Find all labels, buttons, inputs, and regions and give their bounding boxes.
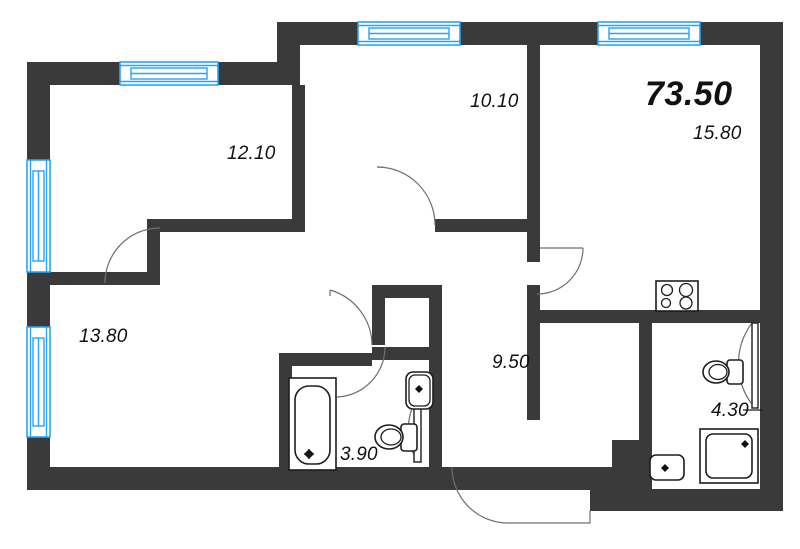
door-bedroom-left-upper (104, 227, 161, 284)
wall-entrance-jamb (590, 467, 612, 511)
windows-group (26, 21, 701, 438)
wall-int-stub-left (147, 219, 160, 285)
wall-int-v-hall-upper (527, 232, 540, 262)
room-area-bedroom-left-upper: 12.10 (227, 143, 276, 164)
window-left-lower (26, 326, 51, 438)
stove-fixture (655, 280, 699, 312)
room-area-bedroom-left-lower: 13.80 (79, 326, 128, 347)
wall-bottom-left (27, 467, 435, 490)
room-area-bathroom-second: 4.30 (711, 400, 749, 421)
wall-int-h-1210-1380 (27, 272, 160, 285)
wall-int-h-under-1010 (435, 219, 540, 232)
sink-second-fixture (649, 454, 685, 481)
wall-bottom-middle (435, 467, 590, 490)
door-entrance (451, 466, 591, 524)
door-closet (329, 289, 373, 346)
wall-int-v-1010-living (527, 38, 540, 232)
window-left-upper (26, 159, 51, 273)
wall-int-h-under-1210 (160, 219, 305, 232)
window-top-right (597, 21, 701, 46)
wall-int-v-lower-right (639, 310, 652, 440)
sink-main-fixture (405, 371, 434, 410)
wall-int-h-closet-bottom (372, 347, 442, 360)
wall-bottom-right (612, 489, 783, 511)
wall-int-v-left-top (292, 85, 305, 232)
toilet-main-fixture (374, 423, 418, 452)
door-bedroom-middle (376, 166, 436, 226)
wall-int-lower-right-return (612, 440, 652, 489)
room-area-hallway: 9.50 (492, 352, 530, 373)
shower-tray-fixture (699, 428, 759, 484)
wall-top-step (277, 22, 300, 85)
room-area-bathroom-main: 3.90 (340, 444, 378, 465)
wall-left-pier-mid (27, 272, 50, 327)
door-living-room (536, 247, 584, 295)
wall-int-v-closet-right (429, 285, 442, 360)
total-area: 73.50 (645, 75, 733, 113)
fixtures-group (288, 280, 759, 484)
window-top-middle (357, 21, 461, 46)
window-top-left (119, 61, 219, 86)
room-area-living-room: 15.80 (693, 123, 742, 144)
wall-int-h-bath-top (279, 353, 372, 366)
toilet-second-fixture (702, 359, 744, 385)
wall-int-h-closet-top (372, 285, 442, 298)
room-area-bedroom-middle: 10.10 (470, 91, 519, 112)
wall-left-upper (27, 62, 50, 160)
bathtub-fixture (288, 377, 337, 471)
door-hall-lower (336, 346, 386, 398)
wall-right-outer (760, 22, 783, 511)
wall-int-v-closet-left (372, 285, 385, 345)
